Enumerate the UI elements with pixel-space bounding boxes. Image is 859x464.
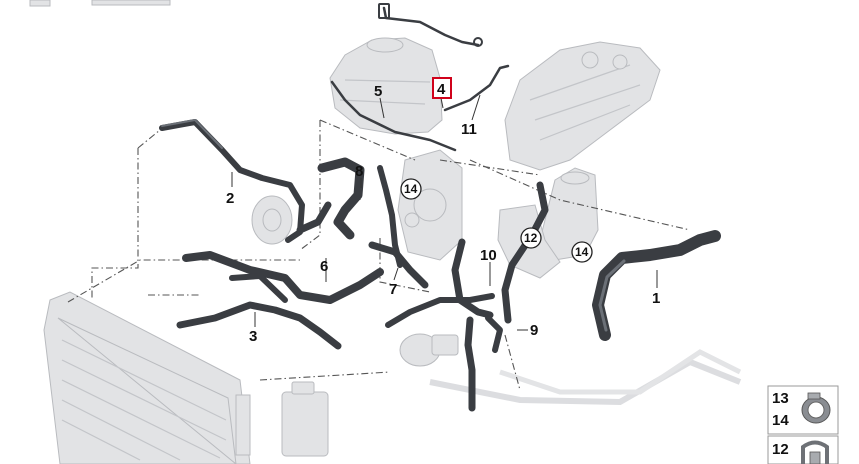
hose-9-branch [485, 315, 503, 353]
legend-12: 12 [772, 441, 789, 458]
callout-14b: 14 [575, 245, 589, 259]
callout-6: 6 [320, 258, 328, 275]
legend-14: 14 [772, 412, 789, 429]
legend: 13 14 12 [767, 385, 839, 464]
lower-return-pipes [429, 349, 742, 406]
callout-4-highlight-box [432, 77, 452, 99]
callout-7: 7 [389, 281, 397, 298]
callout-14b-circle [571, 241, 593, 263]
ghost-components [29, 0, 742, 464]
hose-6 [182, 251, 384, 304]
turbocharger [251, 195, 293, 245]
hose-8 [317, 157, 365, 240]
hose-8-upper [296, 201, 332, 234]
callout-14a: 14 [404, 182, 418, 196]
legend-13: 13 [772, 390, 789, 407]
auxiliary-tank [281, 381, 329, 457]
hoses [159, 3, 721, 412]
line-4 [382, 6, 480, 47]
hose-clamp-icon [801, 392, 831, 424]
hose-9 [464, 316, 476, 412]
callout-9: 9 [530, 322, 538, 339]
leader-lines [67, 119, 691, 411]
water-pump [399, 333, 459, 367]
hose-oil-cooler [501, 181, 549, 324]
callout-leaders [231, 94, 658, 331]
callout-8: 8 [355, 163, 363, 180]
intake-manifold [504, 41, 661, 171]
hose-10-tail [385, 293, 495, 328]
callout-5: 5 [374, 83, 382, 100]
line-11 [443, 64, 510, 112]
callout-2: 2 [226, 190, 234, 207]
callout-1: 1 [652, 290, 660, 307]
ghost-top-stub [29, 0, 51, 7]
callouts: 2 3 4 5 6 7 8 9 10 11 1 12 14 14 [226, 77, 660, 345]
callout-3: 3 [249, 328, 257, 345]
hose-6-branch [229, 273, 288, 303]
callout-11: 11 [461, 121, 477, 138]
oil-filter-housing [539, 167, 599, 261]
callout-4: 4 [437, 81, 446, 98]
line-5 [330, 80, 457, 152]
callout-12-circle [520, 227, 542, 249]
radiator [43, 291, 251, 464]
thermostat-housing [397, 149, 463, 261]
expansion-tank [329, 37, 443, 135]
callout-10: 10 [480, 247, 497, 264]
callout-14a-circle [400, 178, 422, 200]
hose-3 [176, 301, 342, 350]
hose-7-lower [368, 241, 429, 289]
ghost-top-stub-2 [91, 0, 171, 6]
legend-clamp-box: 13 14 [767, 385, 839, 435]
hose-2 [159, 119, 305, 243]
hose-1 [592, 230, 721, 341]
spring-clip-icon [801, 440, 829, 464]
callout-12: 12 [524, 231, 538, 245]
legend-clip-box: 12 [767, 435, 839, 464]
